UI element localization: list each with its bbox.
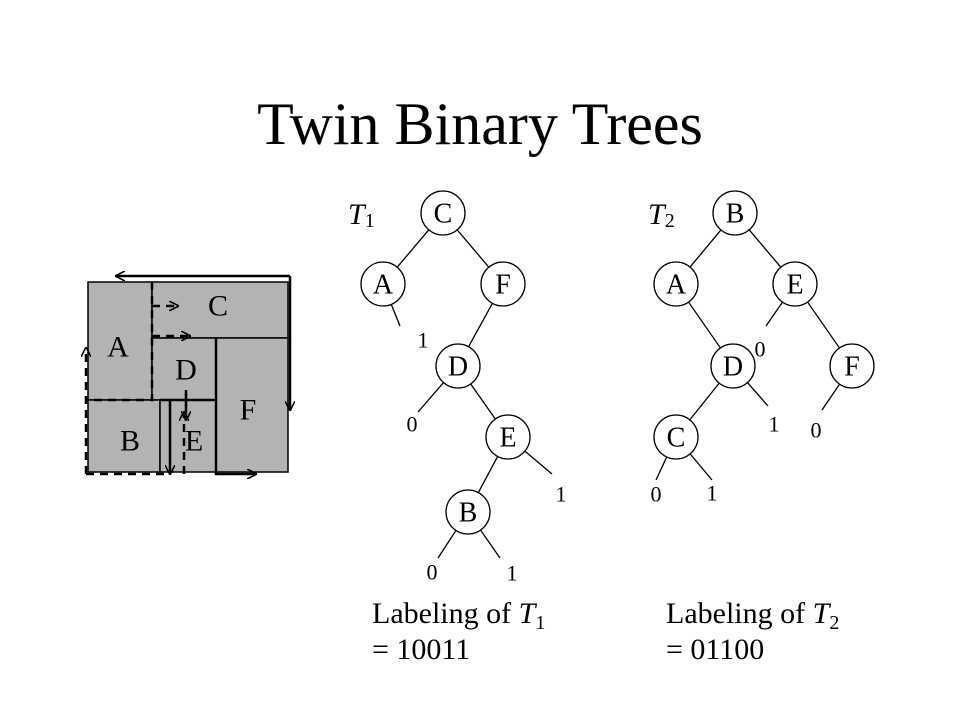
room-label-a: A [107, 331, 129, 364]
caption-t1-prefix: Labeling of [372, 597, 519, 630]
leaf-bit-t2-2: 0 [811, 418, 822, 443]
node-label-t1-c: C [434, 199, 453, 230]
edge-t1-f-d [468, 302, 493, 348]
node-label-t1-d: D [448, 352, 468, 383]
room-label-f: F [240, 394, 257, 427]
caption-t1-letter: T [518, 597, 536, 630]
caption-t1-value: = 10011 [372, 633, 471, 666]
leaf-edge-t1-4 [480, 529, 501, 559]
room-label-e: E [185, 425, 203, 458]
path-a-dashed [86, 282, 154, 402]
edge-t2-d-c [689, 382, 720, 421]
node-t1-d [435, 343, 481, 389]
floorplan: A CD F B E [86, 276, 290, 474]
node-label-t1-b: B [459, 498, 478, 529]
node-t1-a [360, 261, 406, 307]
caption-t2-value: = 01100 [666, 633, 765, 666]
leaf-edge-t1-2 [524, 450, 553, 475]
node-t2-e [772, 261, 818, 307]
edge-t1-e-b [477, 456, 499, 493]
caption-t2-letter: T [812, 597, 830, 630]
leaf-bit-t2-3: 0 [651, 482, 662, 507]
leaf-edge-t2-0 [765, 301, 784, 327]
path-f-solid [214, 338, 256, 474]
leaf-edge-t2-2 [821, 383, 841, 411]
node-t1-e [485, 414, 531, 460]
leaf-bit-t1-3: 0 [427, 560, 438, 585]
tree-t1: T1 1 0 1 0 1 C A F D E B [348, 190, 567, 586]
leaf-bit-t1-4: 1 [507, 561, 518, 586]
room-label-b: B [120, 425, 140, 458]
node-label-t2-c: C [667, 423, 686, 454]
leaf-bit-t2-1: 1 [769, 412, 780, 437]
edge-t1-c-f [456, 229, 490, 268]
node-t2-b [712, 190, 758, 236]
node-t2-a [653, 261, 699, 307]
edge-t2-a-d [688, 301, 721, 349]
node-t1-f [480, 261, 526, 307]
node-t2-d [710, 343, 756, 389]
node-t1-c [420, 190, 466, 236]
node-t1-b [445, 489, 491, 535]
leaf-edge-t2-3 [655, 456, 668, 481]
node-t2-c [653, 414, 699, 460]
caption-t2-prefix: Labeling of [666, 597, 813, 630]
node-label-t2-f: F [844, 352, 860, 383]
leaf-bit-t1-0: 1 [418, 328, 429, 353]
room-label-d: D [175, 354, 197, 387]
edge-t1-c-a [396, 229, 430, 268]
slide-title: Twin Binary Trees [257, 91, 703, 157]
edge-t2-e-f [807, 301, 840, 349]
leaf-edge-t2-4 [689, 453, 713, 481]
leaf-bit-t1-2: 1 [556, 482, 567, 507]
edge-t2-b-e [748, 229, 782, 268]
caption-t1-sub: 1 [535, 612, 546, 634]
node-label-t1-f: F [495, 270, 511, 301]
tree-name-t2: T2 [648, 198, 675, 233]
caption-t2-sub: 2 [829, 612, 840, 634]
tree-name-t1: T1 [348, 198, 375, 233]
leaf-edge-t2-1 [746, 382, 769, 407]
leaf-edge-t1-0 [390, 304, 401, 327]
node-label-t1-e: E [499, 423, 516, 454]
room-a [87, 281, 153, 401]
room-label-c: C [208, 290, 228, 323]
caption-t1: Labeling of T1 = 10011 [372, 596, 545, 668]
node-label-t2-d: D [723, 352, 743, 383]
leaf-bit-t1-1: 0 [407, 412, 418, 437]
edge-t2-b-a [689, 229, 722, 268]
leaf-edge-t1-3 [437, 530, 457, 559]
node-label-t2-a: A [666, 270, 687, 301]
leaf-bit-t2-4: 1 [707, 481, 718, 506]
leaf-bit-t2-0: 0 [755, 337, 766, 362]
tree-t2: T2 0 1 0 0 1 B A E D F C [648, 190, 875, 507]
node-t2-f [829, 343, 875, 389]
node-label-t1-a: A [373, 270, 394, 301]
edge-t1-d-e [470, 383, 496, 420]
caption-t2: Labeling of T2 = 01100 [666, 596, 839, 668]
node-label-t2-b: B [726, 199, 745, 230]
leaf-edge-t1-1 [417, 382, 445, 413]
node-label-t2-e: E [786, 270, 803, 301]
